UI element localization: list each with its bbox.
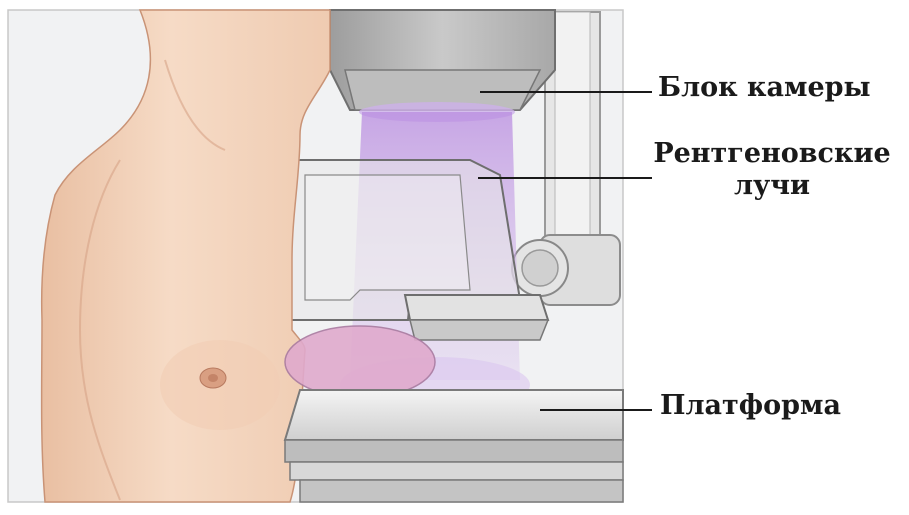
label-xray-line1: Рентгеновские (641, 138, 903, 170)
camera-block (330, 10, 555, 122)
compressed-breast (285, 326, 435, 398)
label-xray: Рентгеновские лучи (641, 138, 903, 203)
label-camera-unit: Блок камеры (658, 72, 871, 104)
label-platform: Платформа (660, 390, 841, 422)
platform (285, 390, 623, 502)
label-xray-line2: лучи (641, 170, 903, 202)
